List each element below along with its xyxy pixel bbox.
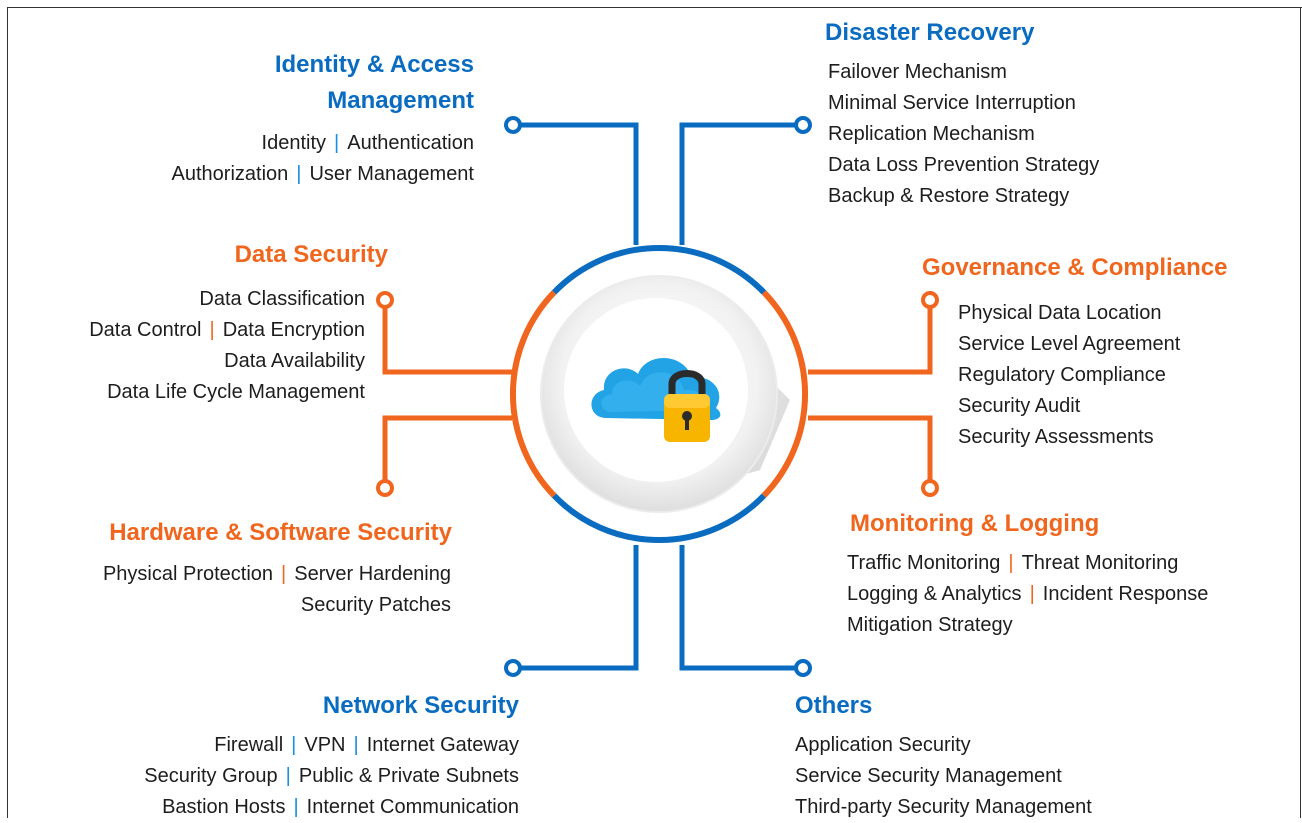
ml-line-2: Logging & Analytics | Incident Response <box>847 579 1208 610</box>
hub-ring-left-arc <box>510 290 557 498</box>
gc-item: Service Level Agreement <box>958 333 1181 355</box>
hub-ring-right-arc <box>761 290 808 498</box>
ds-line-2: Data Control | Data Encryption <box>14 315 365 346</box>
iam-line-2: Authorization | User Management <box>60 159 474 190</box>
hs-title: Hardware & Software Security <box>109 519 452 546</box>
hs-line-1: Physical Protection | Server Hardening <box>20 559 451 590</box>
dr-item: Minimal Service Interruption <box>828 92 1076 114</box>
separator: | <box>293 796 299 818</box>
ns-title: Network Security <box>322 692 519 719</box>
ds-item: Data Availability <box>224 350 365 372</box>
node-gc <box>921 291 939 309</box>
connector-ns <box>521 545 639 671</box>
ds-item: Data Life Cycle Management <box>107 381 365 403</box>
connector-ot <box>679 545 795 671</box>
dr-item: Data Loss Prevention Strategy <box>828 154 1100 176</box>
separator: | <box>334 132 340 154</box>
ns-line-3: Bastion Hosts | Internet Communication <box>40 792 519 823</box>
hub-ring-top-arc <box>551 244 767 295</box>
ml-item: Incident Response <box>1042 583 1209 605</box>
ot-item: Application Security <box>795 734 971 756</box>
ot-item: Third-party Security Management <box>795 796 1092 818</box>
separator: | <box>1008 552 1014 574</box>
ml-item: Threat Monitoring <box>1021 552 1179 574</box>
ns-item: Internet Communication <box>306 796 519 818</box>
ns-line-1: Firewall | VPN | Internet Gateway <box>40 730 519 761</box>
ds-item: Data Control <box>89 319 202 341</box>
hs-item: Physical Protection <box>102 563 274 585</box>
ds-title: Data Security <box>234 241 388 268</box>
connector-gc <box>808 307 933 375</box>
dr-item: Failover Mechanism <box>828 61 1007 83</box>
node-dr <box>794 116 812 134</box>
gc-item: Security Audit <box>958 395 1081 417</box>
separator: | <box>296 163 302 185</box>
gc-item: Security Assessments <box>958 426 1154 448</box>
dr-item: Backup & Restore Strategy <box>828 185 1070 207</box>
cloud-lock-icon <box>591 357 721 442</box>
ns-line-2: Security Group | Public & Private Subnets <box>40 761 519 792</box>
diagram-frame-edge <box>1300 7 1301 818</box>
gc-item: Regulatory Compliance <box>958 364 1166 386</box>
node-iam <box>504 116 522 134</box>
node-hs <box>376 479 394 497</box>
hs-item: Security Patches <box>300 594 451 616</box>
iam-line-1: Identity | Authentication <box>60 128 474 159</box>
node-ns <box>504 659 522 677</box>
ns-item: Internet Gateway <box>366 734 519 756</box>
ml-item: Logging & Analytics <box>847 583 1022 605</box>
node-ds <box>376 291 394 309</box>
ml-line-1: Traffic Monitoring | Threat Monitoring <box>847 548 1178 579</box>
connector-ds <box>382 307 512 375</box>
iam-item: Authentication <box>347 132 474 154</box>
hs-item: Server Hardening <box>294 563 451 585</box>
dr-item: Replication Mechanism <box>828 123 1035 145</box>
iam-item: Authorization <box>171 163 289 185</box>
ns-item: VPN <box>304 734 346 756</box>
ot-title: Others <box>795 692 873 719</box>
gc-item: Physical Data Location <box>958 302 1162 324</box>
ml-item: Mitigation Strategy <box>847 614 1013 636</box>
ds-item: Data Encryption <box>222 319 365 341</box>
ns-item: Bastion Hosts <box>162 796 286 818</box>
dr-title: Disaster Recovery <box>825 19 1035 46</box>
hub-ring-bottom-arc <box>551 493 767 544</box>
separator: | <box>285 765 291 787</box>
node-ot <box>794 659 812 677</box>
iam-item: User Management <box>309 163 474 185</box>
ns-item: Public & Private Subnets <box>298 765 519 787</box>
connector-ml <box>808 415 933 480</box>
connector-hs <box>382 415 512 480</box>
node-ml <box>921 479 939 497</box>
connector-iam <box>521 122 639 245</box>
gc-title: Governance & Compliance <box>922 254 1228 281</box>
diagram-frame <box>7 7 1302 818</box>
ml-title: Monitoring & Logging <box>850 510 1100 537</box>
ot-item: Service Security Management <box>795 765 1062 787</box>
separator: | <box>353 734 359 756</box>
separator: | <box>209 319 215 341</box>
separator: | <box>1029 583 1035 605</box>
separator: | <box>281 563 287 585</box>
ds-item: Data Classification <box>199 288 365 310</box>
separator: | <box>291 734 297 756</box>
iam-title-line-1: Identity & Access <box>274 51 474 78</box>
iam-item: Identity <box>261 132 327 154</box>
ns-item: Security Group <box>144 765 278 787</box>
ns-item: Firewall <box>214 734 284 756</box>
ml-item: Traffic Monitoring <box>847 552 1001 574</box>
iam-title-line-2: Management <box>327 87 474 114</box>
connector-dr <box>679 122 795 245</box>
